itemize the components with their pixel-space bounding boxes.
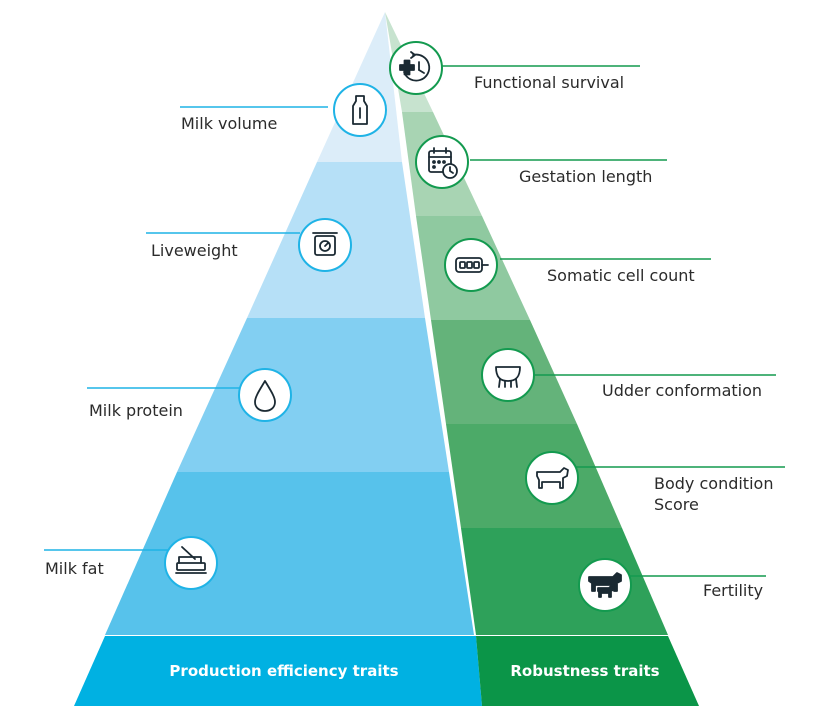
trait-label-milk-protein: Milk protein xyxy=(89,401,183,420)
trait-label-liveweight: Liveweight xyxy=(151,241,238,260)
robustness-footer-band xyxy=(476,636,699,706)
trait-label-fertility: Fertility xyxy=(703,581,763,600)
cow-outline-icon xyxy=(525,451,579,505)
robustness-leader-lines xyxy=(440,65,785,577)
udder-icon xyxy=(481,348,535,402)
trait-label-somatic-cell-count: Somatic cell count xyxy=(547,266,695,285)
production-tier-milk-fat xyxy=(105,472,474,635)
trait-label-body-condition: Body condition xyxy=(654,474,773,493)
calendar-clock-icon xyxy=(415,135,469,189)
robustness-footer-label: Robustness traits xyxy=(510,662,659,680)
butter-knife-icon xyxy=(164,536,218,590)
production-tiers xyxy=(105,12,474,635)
trait-label-udder-conformation: Udder conformation xyxy=(602,381,762,400)
production-footer-label: Production efficiency traits xyxy=(169,662,398,680)
trait-label-gestation-length: Gestation length xyxy=(519,167,652,186)
weighing-scale-icon xyxy=(298,218,352,272)
trait-label-milk-volume: Milk volume xyxy=(181,114,277,133)
production-footer-band xyxy=(74,636,482,706)
trait-label-body-condition-score: Score xyxy=(654,495,699,514)
trait-label-functional-survival: Functional survival xyxy=(474,73,624,92)
production-leader-lines xyxy=(44,106,328,551)
trait-label-milk-fat: Milk fat xyxy=(45,559,104,578)
survival-cycle-icon xyxy=(389,41,443,95)
test-slide-icon xyxy=(444,238,498,292)
robustness-tier-fertility xyxy=(461,528,668,635)
production-tier-milk-protein xyxy=(177,318,449,472)
milk-bottle-icon xyxy=(333,83,387,137)
cow-calf-icon xyxy=(578,558,632,612)
droplet-icon xyxy=(238,368,292,422)
